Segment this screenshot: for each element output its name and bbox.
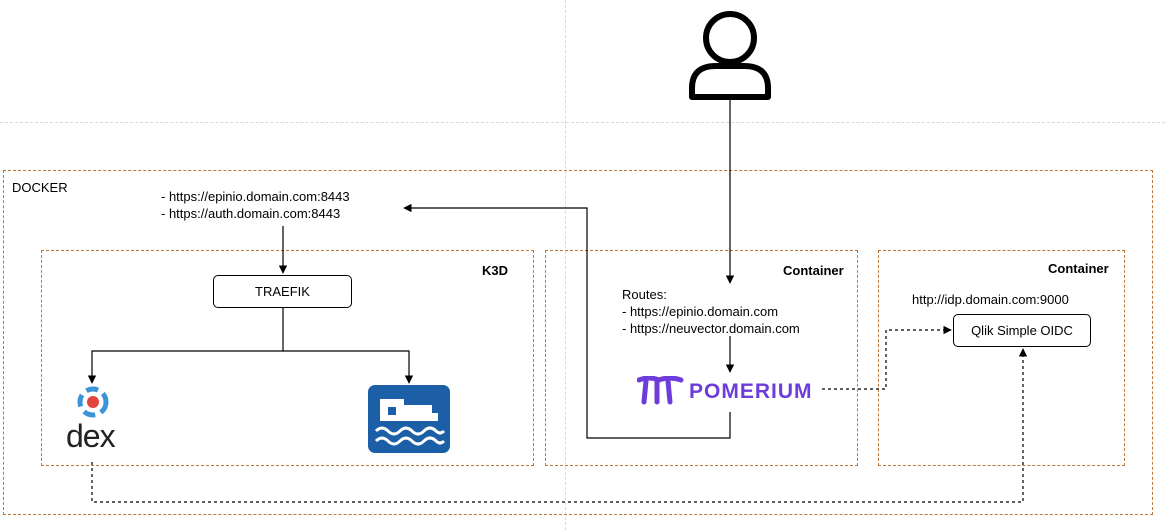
pomerium-container-label: Container — [783, 263, 844, 278]
k3d-label: K3D — [482, 263, 509, 278]
guide-vertical — [565, 0, 566, 530]
pomerium-container-frame — [545, 250, 858, 466]
dex-logo-icon — [77, 386, 109, 418]
traefik-node[interactable]: TRAEFIK — [213, 275, 352, 308]
pomerium-logo-icon — [637, 376, 684, 405]
user-icon — [689, 11, 771, 100]
edge-dex-oidc — [91, 348, 1028, 503]
url-epinio: - https://epinio.domain.com:8443 — [161, 189, 350, 204]
edge-pomerium-oidc — [822, 325, 952, 390]
edge-traefik-neuvector — [283, 350, 414, 384]
url-list: - https://epinio.domain.com:8443 - https… — [161, 188, 350, 222]
pomerium-logo-text: POMERIUM — [689, 380, 813, 403]
route-epinio: - https://epinio.domain.com — [622, 304, 779, 319]
edge-traefik-dex — [87, 308, 284, 384]
idp-container-frame — [878, 250, 1125, 466]
docker-frame — [3, 170, 1153, 515]
docker-label: DOCKER — [12, 180, 68, 195]
dex-logo-text: dex — [66, 418, 116, 454]
route-neuvector: - https://neuvector.domain.com — [622, 321, 800, 336]
idp-url: http://idp.domain.com:9000 — [912, 292, 1069, 307]
edge-pomerium-urls — [403, 203, 731, 439]
guide-horizontal — [0, 122, 1165, 123]
routes-title: Routes: — [622, 287, 667, 302]
k3d-frame — [41, 250, 534, 466]
idp-container-label: Container — [1048, 261, 1109, 276]
qlik-oidc-node[interactable]: Qlik Simple OIDC — [953, 314, 1091, 347]
url-auth: - https://auth.domain.com:8443 — [161, 206, 341, 221]
neuvector-logo-icon — [368, 385, 450, 453]
routes-list: Routes: - https://epinio.domain.com - ht… — [622, 286, 800, 337]
